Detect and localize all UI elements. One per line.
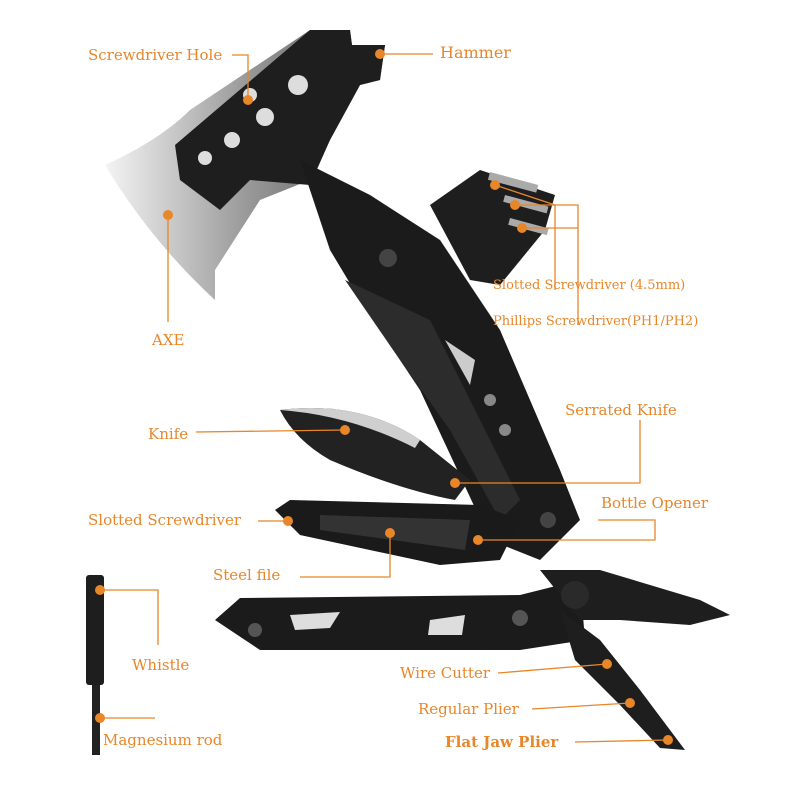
label-steel-file: Steel file (213, 566, 281, 584)
label-phillips-screwdriver: Phillips Screwdriver(PH1/PH2) (493, 314, 699, 329)
knife-blade (280, 408, 470, 500)
main-handle (300, 160, 580, 560)
label-wire-cutter: Wire Cutter (400, 664, 491, 682)
leader-lines (100, 53, 669, 743)
label-screwdriver-hole: Screwdriver Hole (88, 46, 223, 64)
label-regular-plier: Regular Plier (418, 700, 519, 718)
screwdriver-hole (288, 75, 308, 95)
label-slotted-screwdriver-bit: Slotted Screwdriver (4.5mm) (493, 278, 686, 293)
label-knife: Knife (148, 425, 189, 443)
steel-file (275, 500, 520, 565)
callout-dots (95, 49, 673, 745)
plier-jaws (540, 570, 730, 750)
whistle-magnesium-rod (86, 575, 104, 755)
label-bottle-opener: Bottle Opener (601, 494, 709, 512)
axe-head (105, 30, 385, 300)
label-flat-jaw-plier: Flat Jaw Plier (445, 733, 559, 751)
screwdriver-bits (430, 170, 555, 285)
label-whistle: Whistle (132, 656, 190, 674)
label-magnesium-rod: Magnesium rod (103, 731, 223, 749)
plier-handle (215, 580, 585, 650)
label-slotted-screwdriver: Slotted Screwdriver (88, 511, 242, 529)
label-serrated-knife: Serrated Knife (565, 401, 677, 419)
label-hammer: Hammer (440, 43, 511, 62)
label-axe: AXE (152, 331, 185, 349)
